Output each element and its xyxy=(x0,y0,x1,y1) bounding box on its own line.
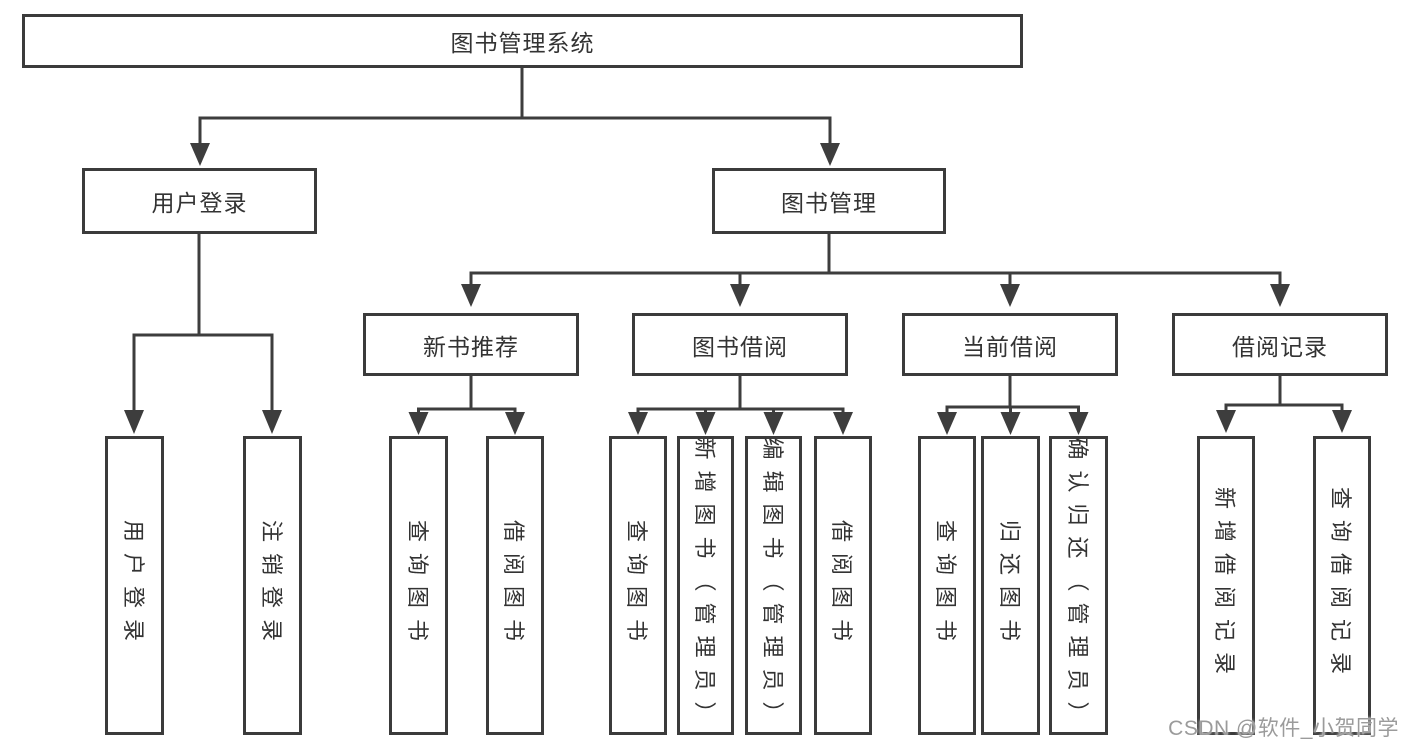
node-label: 查询借阅记录 xyxy=(1328,486,1353,685)
leaf-borrow-books: 借阅图书 xyxy=(814,436,872,735)
leaf-logout: 注销登录 xyxy=(243,436,302,735)
node-label: 查询图书 xyxy=(404,519,430,652)
node-label: 借阅图书 xyxy=(501,519,526,652)
node-label: 借阅记录 xyxy=(1232,333,1328,360)
node-book-borrow: 图书借阅 xyxy=(632,313,848,376)
node-label: 注销登录 xyxy=(258,519,284,652)
node-new-book-recommend: 新书推荐 xyxy=(363,313,579,376)
node-current-borrow: 当前借阅 xyxy=(902,313,1118,376)
node-book-management: 图书管理 xyxy=(712,168,946,234)
node-label: 当前借阅 xyxy=(962,333,1058,360)
node-label: 用户登录 xyxy=(151,190,248,216)
node-label: 借阅图书 xyxy=(829,519,854,652)
leaf-query-borrow-record: 查询借阅记录 xyxy=(1313,436,1371,735)
leaf-add-book-admin: 新增图书（管理员） xyxy=(677,436,734,735)
node-user-login: 用户登录 xyxy=(82,168,317,234)
node-label: 图书借阅 xyxy=(692,333,788,360)
node-label: 查询图书 xyxy=(624,519,649,652)
node-label: 用户登录 xyxy=(120,519,146,652)
leaf-add-borrow-record: 新增借阅记录 xyxy=(1197,436,1255,735)
arrowheads xyxy=(124,143,1352,435)
node-label: 图书管理系统 xyxy=(450,30,595,56)
node-label: 图书管理 xyxy=(781,190,877,216)
csdn-watermark: CSDN @软件_小贺同学 xyxy=(1168,717,1399,740)
node-label: 新增图书（管理员） xyxy=(691,436,717,735)
leaf-user-login: 用户登录 xyxy=(105,436,164,735)
node-borrow-records: 借阅记录 xyxy=(1172,313,1388,376)
leaf-return-book: 归还图书 xyxy=(981,436,1040,735)
node-label: 查询图书 xyxy=(933,519,958,652)
node-label: 归还图书 xyxy=(996,519,1022,652)
leaf-confirm-return-admin: 确认归还（管理员） xyxy=(1049,436,1108,735)
node-label: 编辑图书（管理员） xyxy=(759,436,785,735)
node-label: 新书推荐 xyxy=(423,333,519,360)
leaf-borrow-books-recommend: 借阅图书 xyxy=(486,436,544,735)
leaf-edit-book-admin: 编辑图书（管理员） xyxy=(745,436,802,735)
leaf-query-books-current: 查询图书 xyxy=(918,436,976,735)
node-label: 新增借阅记录 xyxy=(1212,486,1237,685)
node-label: 确认归还（管理员） xyxy=(1064,436,1090,735)
node-root: 图书管理系统 xyxy=(22,14,1023,68)
leaf-query-books-borrow: 查询图书 xyxy=(609,436,667,735)
leaf-query-books-recommend: 查询图书 xyxy=(389,436,448,735)
